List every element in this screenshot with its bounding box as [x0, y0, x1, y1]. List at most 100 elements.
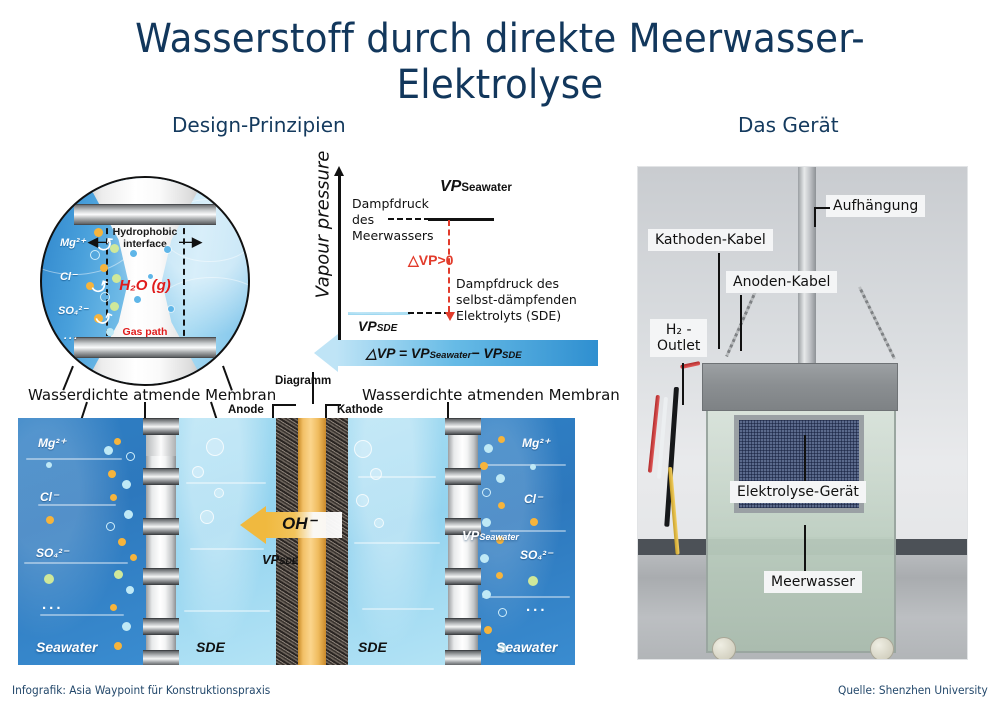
ion-dot: [86, 282, 94, 290]
label-suspension: Aufhängung: [826, 195, 926, 218]
leader-cathode-cable: [718, 253, 720, 349]
gas-bubble: [206, 438, 224, 456]
ion-dot: [498, 608, 507, 617]
wave-decor: [482, 596, 570, 598]
ion-dot: [130, 554, 137, 561]
ion-label-cl: Cl⁻: [60, 271, 77, 283]
ion-dot: [100, 292, 110, 302]
vapour-dot: [168, 306, 174, 312]
ion-dot: [126, 452, 135, 461]
sde-desc-line2: selbst-dämpfenden: [456, 292, 577, 307]
ion-dot: [118, 538, 126, 546]
section-heading-device: Das Gerät: [738, 113, 839, 137]
ion-dot: [480, 462, 488, 470]
leader-h2-outlet: [682, 363, 684, 405]
ion-label-so4: SO₄²⁻: [58, 305, 88, 317]
cell-ellipsis-left: ...: [42, 596, 64, 613]
leader-line-anode-v: [272, 404, 274, 420]
membrane-bar-bottom: [74, 337, 216, 358]
leader-suspension-v: [814, 207, 816, 227]
membrane-rung: [143, 568, 179, 585]
breathable-membrane-right: [445, 418, 481, 665]
ion-dot: [126, 586, 134, 594]
chart-series-label-seawater: VPSeawater: [440, 178, 512, 196]
ion-dot: [484, 626, 492, 634]
ion-dot: [480, 554, 489, 563]
vapour-pressure-chart: Vapour pressure Dampfdruck des Meerwasse…: [300, 151, 600, 372]
ion-dot: [482, 518, 491, 527]
ion-dot: [482, 488, 491, 497]
membrane-edge-dashed-left: [106, 218, 108, 346]
ion-dot: [528, 576, 538, 586]
leader-anode-cable: [740, 295, 742, 351]
equation-banner: △VP = VPSeawater− VPSDE: [336, 340, 598, 366]
cell-ion-mg-right: Mg²⁺: [522, 436, 550, 450]
chart-level-seawater-dashed: [388, 218, 430, 220]
electrolysis-cell-diagram: O₂ H₂ Mg²⁺ Cl⁻ SO₄²⁻ ... Mg: [18, 418, 575, 665]
vp-seawater-main: VP: [440, 178, 462, 195]
wave-decor: [190, 548, 264, 550]
ion-dot: [90, 250, 100, 260]
footer-source-right: Quelle: Shenzhen University: [838, 683, 988, 697]
cell-ion-mg-left: Mg²⁺: [38, 436, 66, 450]
ion-dot: [498, 436, 505, 443]
footer-credit-left: Infografik: Asia Waypoint für Konstrukti…: [12, 683, 271, 697]
sde-label-left: SDE: [196, 639, 225, 655]
leader-seawater-photo: [804, 525, 806, 571]
vapour-dot: [134, 296, 141, 303]
membrane-rung: [445, 468, 481, 485]
breathable-membrane-left: [143, 418, 179, 665]
leader-line-membrane-left-c: [210, 401, 218, 420]
vapour-dot: [148, 274, 153, 279]
chart-annotation-seawater: Dampfdruck des Meerwassers: [352, 196, 434, 244]
membrane-closeup-circle: Hydrophobic interface ◀— —▶ H₂O (g) Gas …: [40, 176, 250, 386]
leader-line-diagram: [312, 372, 314, 404]
arrow-right-icon: —▶: [179, 234, 202, 249]
label-anode: Anode: [228, 404, 264, 416]
chart-level-seawater: [428, 218, 494, 221]
gas-bubble: [356, 494, 369, 507]
ion-dot: [484, 444, 493, 453]
ion-dot: [496, 572, 503, 579]
leader-suspension-h: [814, 207, 830, 209]
gas-bubble: [374, 518, 384, 528]
seawater-desc-line2: des: [352, 212, 375, 227]
ion-dot: [496, 536, 504, 544]
hydroxide-label: OH⁻: [282, 514, 317, 533]
equation-banner-arrow: [314, 334, 338, 372]
hydrophobic-line2: interface: [123, 238, 167, 251]
seawater-label-right: Seawater: [496, 639, 558, 655]
wave-decor: [184, 610, 270, 612]
ion-dot: [94, 314, 103, 323]
membrane-edge-dashed-right: [183, 218, 185, 346]
cell-vp-sde-label: VPSDE: [262, 552, 298, 567]
cell-ion-cl-right: Cl⁻: [524, 492, 543, 506]
wave-decor: [354, 542, 440, 544]
leader-device: [804, 435, 806, 481]
diaphragm-separator: [298, 418, 326, 665]
wave-decor: [24, 562, 128, 564]
page-title: Wasserstoff durch direkte Meerwasser-Ele…: [135, 16, 865, 108]
section-heading-design: Design-Prinzipien: [172, 113, 346, 137]
label-h2-outlet: H₂ - Outlet: [650, 319, 708, 358]
ion-dot: [44, 574, 54, 584]
membrane-rung: [445, 650, 481, 665]
vp-sde-main: VP: [358, 318, 377, 334]
gas-bubble: [192, 466, 204, 478]
hydroxide-band: [266, 512, 342, 538]
hydrophobic-line1: Hydrophobic: [112, 226, 178, 238]
vapour-dot: [130, 250, 137, 257]
eq-part2: − VP: [471, 344, 503, 361]
membrane-rung: [143, 618, 179, 635]
chart-y-axis-label: Vapour pressure: [312, 150, 334, 299]
caster-wheel-left: [712, 637, 736, 659]
ion-dot: [106, 328, 114, 336]
ion-dot: [114, 570, 123, 579]
chart-annotation-sde: Dampfdruck des selbst-dämpfenden Elektro…: [456, 276, 588, 324]
ion-dot: [482, 590, 491, 599]
membrane-rung: [445, 518, 481, 535]
membrane-rung: [143, 518, 179, 535]
wave-decor: [26, 458, 122, 460]
ion-dot: [110, 244, 119, 253]
